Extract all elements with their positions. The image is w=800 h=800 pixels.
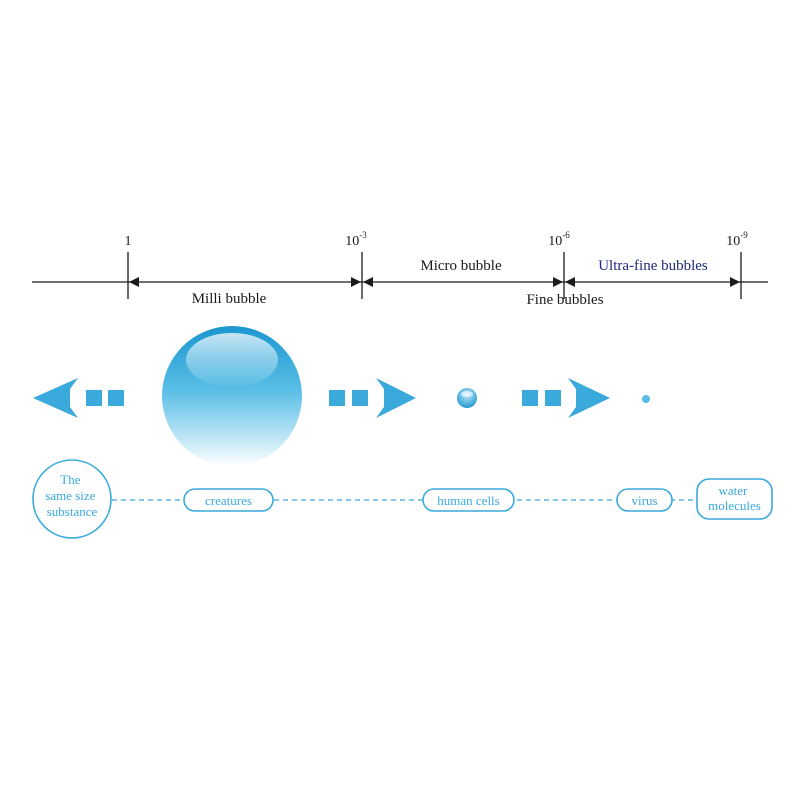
tick-label-1: 1 [125,234,132,249]
milli-bubble [162,326,302,466]
middle-dashed-arrow [329,378,416,418]
creatures-label: creatures [205,493,252,508]
micro-left-arrowhead [363,277,373,287]
right-dash-2 [545,390,561,406]
tick-label-10-9: 10-9 [726,230,748,249]
mid-dash-2 [352,390,368,406]
micro-bubble-label: Micro bubble [420,258,502,274]
milli-right-arrowhead [351,277,361,287]
ultra-fine-bubbles-label: Ultra-fine bubbles [598,258,708,274]
human-cells-label: human cells [437,493,499,508]
milli-bubble-highlight [186,333,278,387]
ultra-fine-bubble [642,395,650,403]
micro-bubble-highlight [461,391,473,397]
water-molecules-label: water molecules [708,483,761,513]
same-size-substance-circle [32,459,112,539]
milli-left-arrowhead [129,277,139,287]
creatures-pill [183,488,274,512]
fine-bubbles-label: Fine bubbles [526,292,603,308]
scale-axis: 1 10-3 10-6 10-9 Milli bubble Micro bubb… [32,230,768,308]
left-arrowhead [33,378,78,418]
milli-bubble-label: Milli bubble [192,291,267,307]
bubble-row [33,326,650,466]
left-dash-1 [86,390,102,406]
micro-bubble [457,388,477,408]
same-size-substance-label: The same size substance [45,472,98,519]
left-dash-2 [108,390,124,406]
water-molecules-box [696,478,773,520]
ultra-right-arrowhead [730,277,740,287]
right-dashed-arrow [522,378,610,418]
virus-pill [616,488,673,512]
tick-label-10-3: 10-3 [345,230,367,249]
mid-dash-1 [329,390,345,406]
human-cells-pill [422,488,515,512]
right-arrowhead [568,378,610,418]
tick-label-10-6: 10-6 [548,230,570,249]
micro-right-arrowhead [553,277,563,287]
left-dashed-arrow [33,378,124,418]
mid-arrowhead [376,378,416,418]
ultra-left-arrowhead [565,277,575,287]
comparison-row: The same size substance creatures human … [32,459,773,539]
right-dash-1 [522,390,538,406]
virus-label: virus [632,493,658,508]
